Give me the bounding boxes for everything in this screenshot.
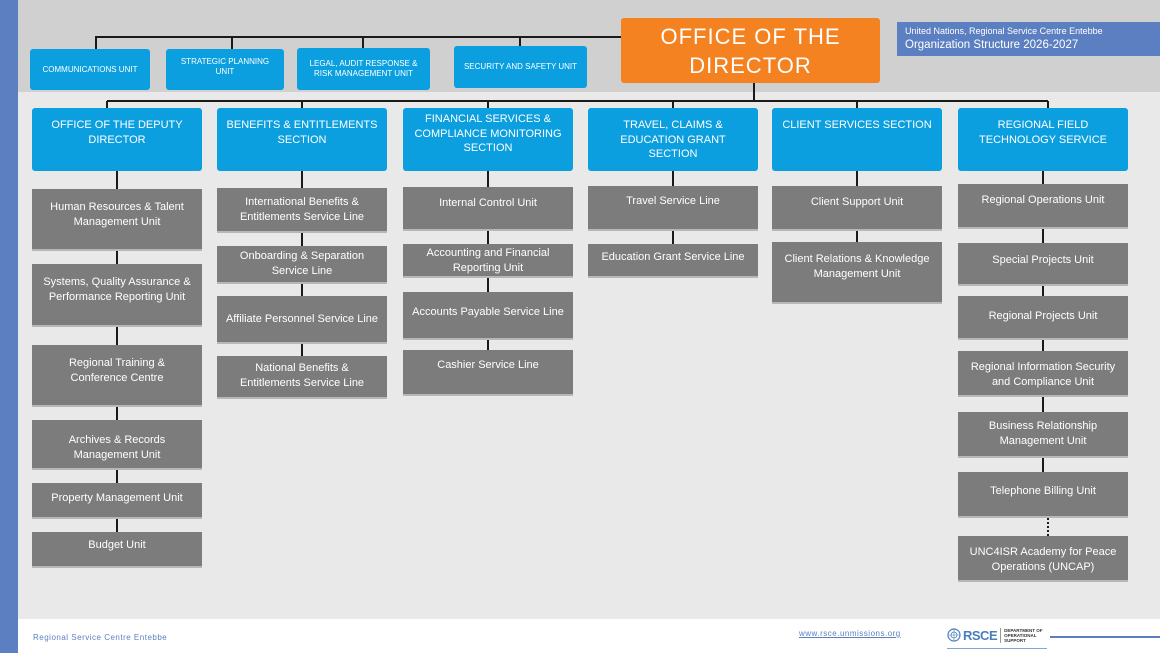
- unit-regional-operations: Regional Operations Unit: [958, 184, 1128, 229]
- unit-regional-projects: Regional Projects Unit: [958, 296, 1128, 340]
- left-accent-bar: [0, 0, 18, 653]
- title-structure: Organization Structure 2026-2027: [905, 39, 1079, 51]
- unit-client-relations: Client Relations & Knowledge Management …: [772, 242, 942, 304]
- section-client-services: CLIENT SERVICES SECTION: [772, 108, 942, 171]
- footer-website-link[interactable]: www.rsce.unmissions.org: [799, 629, 901, 638]
- footer-accent-line: [1050, 636, 1160, 638]
- unit-client-support: Client Support Unit: [772, 186, 942, 231]
- logo-dos-text: DEPARTMENT OF OPERATIONAL SUPPORT: [1000, 627, 1043, 643]
- unit-regional-information-security: Regional Information Security and Compli…: [958, 351, 1128, 397]
- rsce-dos-logo: RSCE DEPARTMENT OF OPERATIONAL SUPPORT: [947, 622, 1047, 648]
- communications-unit-box: COMMUNICATIONS UNIT: [30, 49, 150, 90]
- legal-audit-risk-unit-box: LEGAL, AUDIT RESPONSE & RISK MANAGEMENT …: [297, 48, 430, 90]
- strategic-planning-unit-box: STRATEGIC PLANNING UNIT: [166, 49, 284, 90]
- logo-underline: [947, 648, 1047, 649]
- unit-archives-records: Archives & Records Management Unit: [32, 420, 202, 470]
- section-travel-claims: TRAVEL, CLAIMS & EDUCATION GRANT SECTION: [588, 108, 758, 171]
- unit-international-benefits: International Benefits & Entitlements Se…: [217, 188, 387, 233]
- unit-affiliate-personnel: Affiliate Personnel Service Line: [217, 296, 387, 344]
- unit-accounts-payable: Accounts Payable Service Line: [403, 292, 573, 340]
- section-benefits-entitlements: BENEFITS & ENTITLEMENTS SECTION: [217, 108, 387, 171]
- footer-organization-name: Regional Service Centre Entebbe: [33, 633, 168, 642]
- section-deputy-director: OFFICE OF THE DEPUTY DIRECTOR: [32, 108, 202, 171]
- security-safety-unit-box: SECURITY AND SAFETY UNIT: [454, 46, 587, 88]
- unit-regional-training: Regional Training & Conference Centre: [32, 345, 202, 407]
- unit-human-resources: Human Resources & Talent Management Unit: [32, 189, 202, 251]
- section-financial-services: FINANCIAL SERVICES & COMPLIANCE MONITORI…: [403, 108, 573, 171]
- office-of-the-director-box: OFFICE OF THE DIRECTOR: [621, 18, 880, 83]
- unit-budget: Budget Unit: [32, 532, 202, 568]
- top-tier-connector: [95, 36, 623, 49]
- title-organization: United Nations, Regional Service Centre …: [905, 26, 1103, 36]
- unit-special-projects: Special Projects Unit: [958, 243, 1128, 286]
- director-line-1: OFFICE OF THE: [660, 23, 841, 49]
- unit-accounting-financial-reporting: Accounting and Financial Reporting Unit: [403, 244, 573, 278]
- logo-rsce-text: RSCE: [963, 627, 998, 643]
- unit-uncap-academy: UNC4ISR Academy for Peace Operations (UN…: [958, 536, 1128, 582]
- unit-education-grant: Education Grant Service Line: [588, 244, 758, 278]
- logo-sub-line-1: DEPARTMENT OF: [1004, 627, 1043, 633]
- unit-business-relationship-management: Business Relationship Management Unit: [958, 412, 1128, 458]
- unit-property-management: Property Management Unit: [32, 483, 202, 519]
- unit-telephone-billing: Telephone Billing Unit: [958, 472, 1128, 518]
- un-emblem-icon: [947, 628, 961, 642]
- section-regional-field-technology: REGIONAL FIELD TECHNOLOGY SERVICE: [958, 108, 1128, 171]
- unit-national-benefits: National Benefits & Entitlements Service…: [217, 356, 387, 399]
- unit-internal-control: Internal Control Unit: [403, 187, 573, 231]
- unit-travel-service-line: Travel Service Line: [588, 186, 758, 231]
- unit-systems-quality: Systems, Quality Assurance & Performance…: [32, 264, 202, 327]
- unit-onboarding-separation: Onboarding & Separation Service Line: [217, 246, 387, 284]
- organization-title-box: United Nations, Regional Service Centre …: [897, 22, 1160, 56]
- logo-sub-line-2: OPERATIONAL: [1004, 632, 1037, 638]
- director-line-2: DIRECTOR: [689, 52, 812, 78]
- unit-cashier: Cashier Service Line: [403, 350, 573, 396]
- logo-sub-line-3: SUPPORT: [1004, 637, 1026, 643]
